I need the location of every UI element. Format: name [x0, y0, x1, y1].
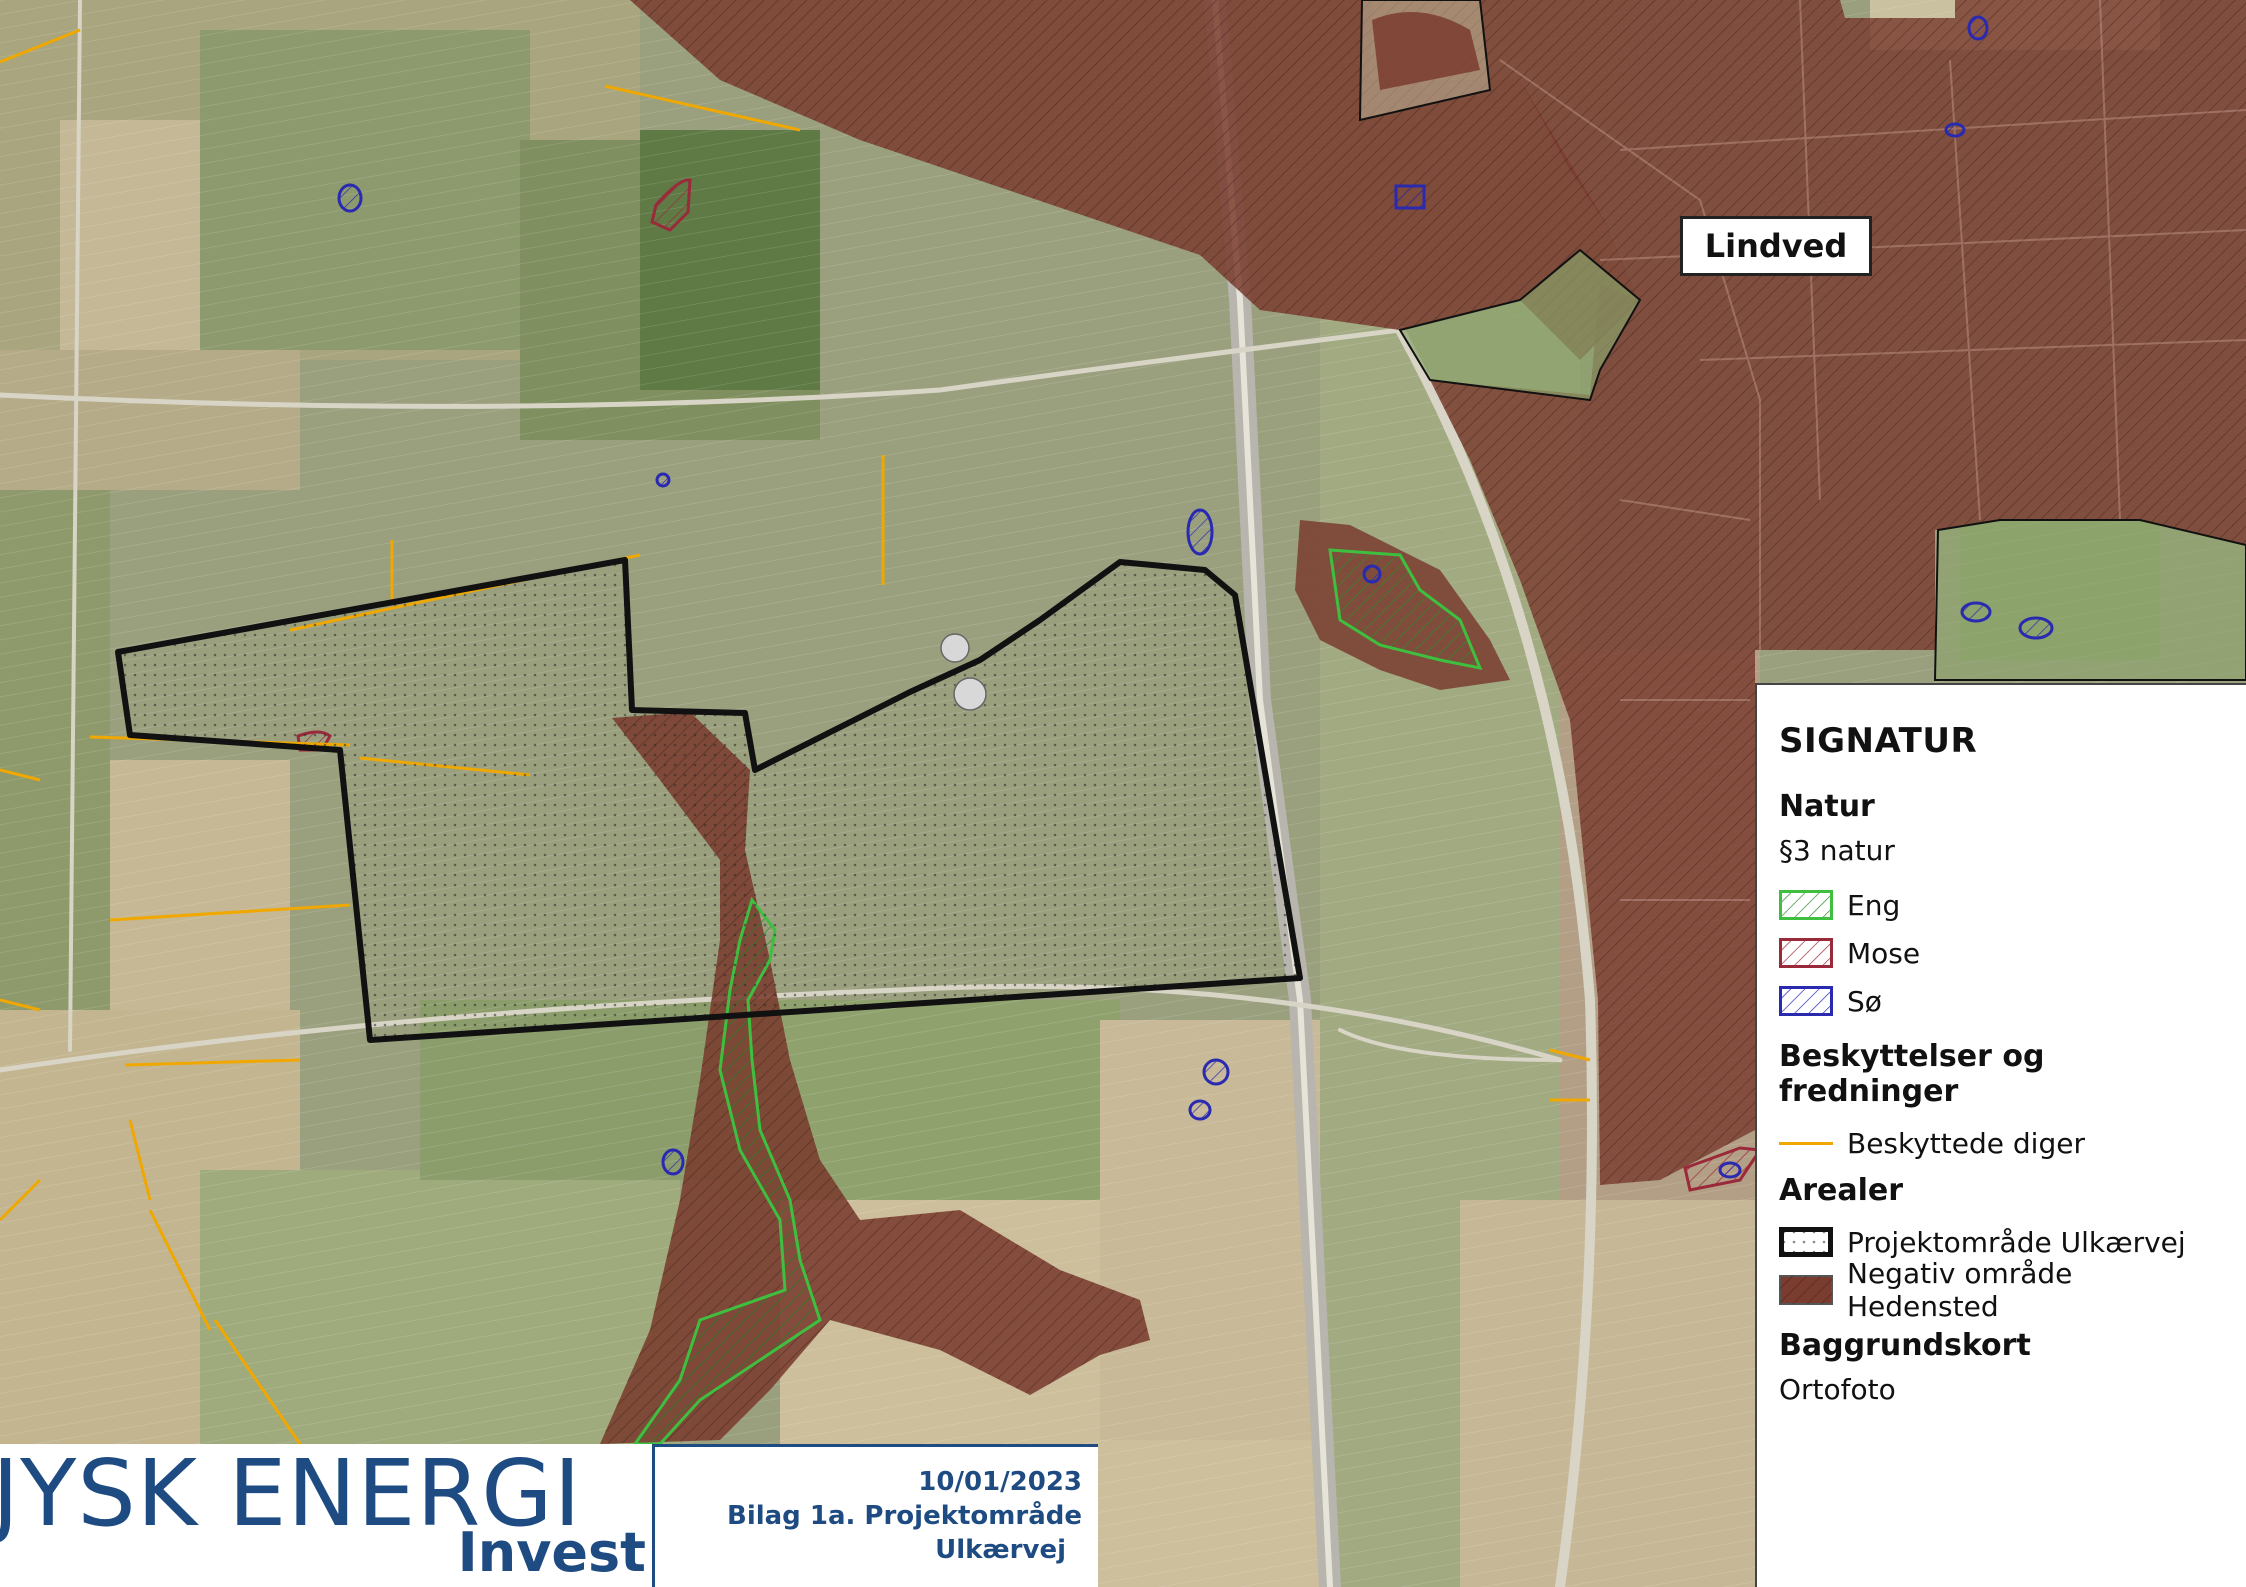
town-enclave-east	[1933, 519, 2246, 681]
negativ-swatch-icon	[1779, 1275, 1833, 1305]
so-swatch-icon	[1779, 986, 1833, 1016]
legend-section-baggrund: Baggrundskort	[1779, 1328, 2031, 1363]
so-areas	[337, 15, 2054, 1179]
legend-paragraf3-label: §3 natur	[1779, 834, 1895, 867]
legend-title: SIGNATUR	[1779, 721, 1978, 761]
legend-section-natur: Natur	[1779, 789, 1875, 824]
legend-negativ-label: Negativ område Hedensted	[1847, 1257, 2073, 1323]
eng-swatch-icon	[1779, 890, 1833, 920]
silos	[940, 633, 987, 711]
town-enclave-mid	[1398, 248, 1642, 402]
legend-row-negativ: Negativ område Hedensted	[1779, 1257, 2224, 1323]
mose-area-1	[650, 178, 692, 232]
projekt-swatch-icon	[1779, 1227, 1833, 1257]
legend-panel: SIGNATUR Natur §3 natur Eng Mose Sø Besk…	[1755, 683, 2246, 1587]
legend-ortofoto-label: Ortofoto	[1779, 1373, 1896, 1406]
logo-main-text: JYSK ENERGI	[0, 1444, 582, 1547]
legend-diger-label: Beskyttede diger	[1847, 1126, 2085, 1160]
title-line-2: Ulkærvej	[935, 1535, 1066, 1565]
legend-mose-label: Mose	[1847, 936, 1921, 970]
legend-so-label: Sø	[1847, 984, 1882, 1018]
legend-row-projekt: Projektområde Ulkærvej	[1779, 1218, 2224, 1266]
town-label-lindved: Lindved	[1680, 216, 1872, 276]
legend-row-so: Sø	[1779, 977, 2224, 1025]
legend-row-eng: Eng	[1779, 881, 2224, 929]
town-label-text: Lindved	[1704, 227, 1848, 265]
company-logo: JYSK ENERGI Invest	[0, 1444, 652, 1587]
title-date: 10/01/2023	[918, 1467, 1082, 1497]
mose-swatch-icon	[1779, 938, 1833, 968]
title-line-1: Bilag 1a. Projektområde	[727, 1501, 1082, 1531]
legend-eng-label: Eng	[1847, 888, 1901, 922]
legend-section-beskyttelser: Beskyttelser og fredninger	[1779, 1039, 2045, 1109]
diger-line-icon	[1779, 1141, 1833, 1145]
legend-projekt-label: Projektområde Ulkærvej	[1847, 1225, 2186, 1259]
title-block: 10/01/2023 Bilag 1a. Projektområde Ulkær…	[652, 1444, 1098, 1587]
logo-sub-text: Invest	[457, 1521, 646, 1584]
legend-row-diger: Beskyttede diger	[1779, 1119, 2224, 1167]
legend-row-mose: Mose	[1779, 929, 2224, 977]
legend-section-arealer: Arealer	[1779, 1173, 1904, 1208]
projektomrade-ulkaervej	[115, 557, 1303, 1043]
